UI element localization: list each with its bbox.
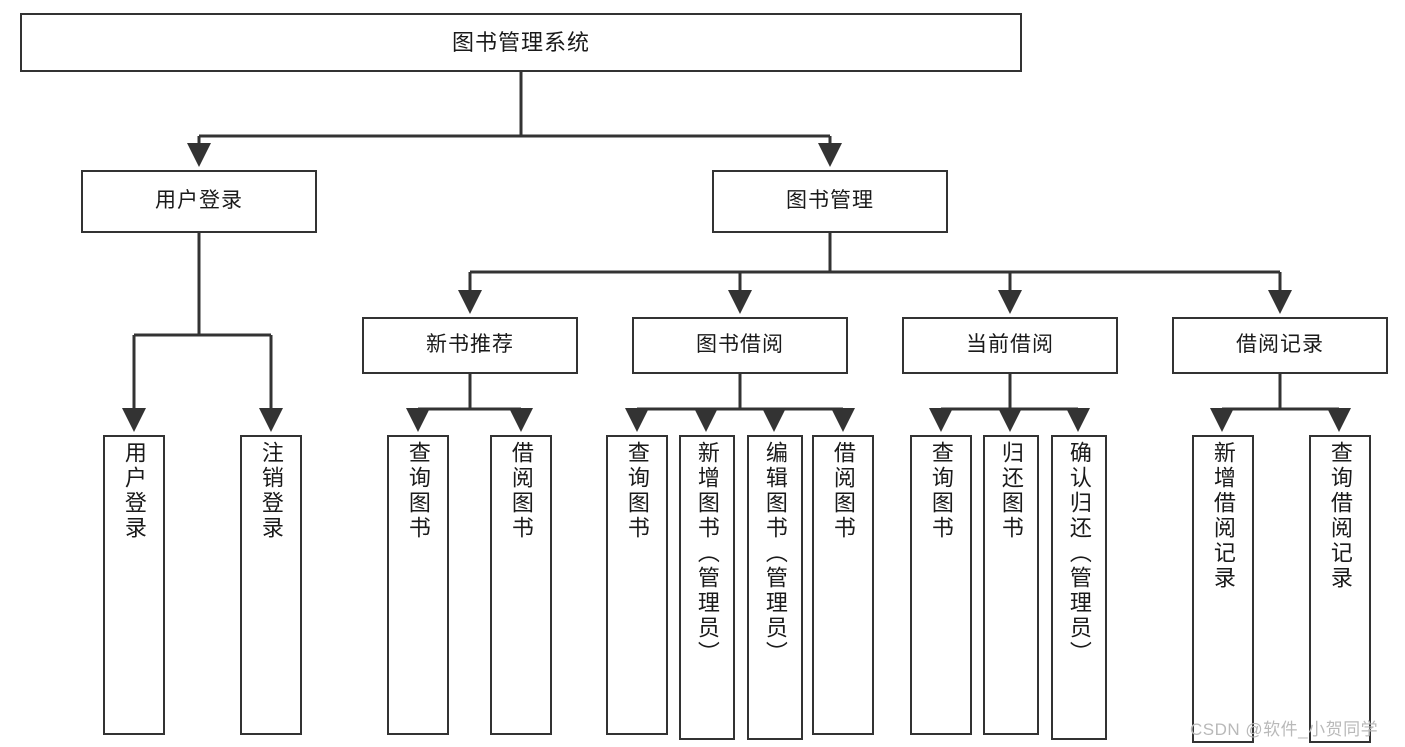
- node-book-borrow-label: 图书借阅: [696, 333, 784, 357]
- node-leaf-add-book-admin[interactable]: 新增图书（管理员）: [679, 435, 735, 740]
- node-book-borrow[interactable]: 图书借阅: [632, 317, 848, 374]
- node-new-book-recommend-label: 新书推荐: [426, 333, 514, 357]
- node-user-login[interactable]: 用户登录: [81, 170, 317, 233]
- node-leaf-edit-book-admin-label: 编辑图书（管理员）: [762, 441, 788, 666]
- node-user-login-label: 用户登录: [155, 189, 243, 213]
- node-leaf-add-book-admin-label: 新增图书（管理员）: [694, 441, 720, 666]
- node-leaf-confirm-return-admin-label: 确认归还（管理员）: [1066, 441, 1092, 666]
- node-leaf-query-book-2[interactable]: 查询图书: [606, 435, 668, 735]
- node-leaf-borrow-book-1[interactable]: 借阅图书: [490, 435, 552, 735]
- node-leaf-return-book-label: 归还图书: [998, 441, 1024, 541]
- node-leaf-logout-login[interactable]: 注销登录: [240, 435, 302, 735]
- node-leaf-user-login-label: 用户登录: [121, 441, 147, 541]
- node-borrow-record[interactable]: 借阅记录: [1172, 317, 1388, 374]
- node-current-borrow[interactable]: 当前借阅: [902, 317, 1118, 374]
- node-leaf-query-book-1[interactable]: 查询图书: [387, 435, 449, 735]
- node-leaf-query-book-3-label: 查询图书: [928, 441, 954, 541]
- node-leaf-query-book-1-label: 查询图书: [405, 441, 431, 541]
- node-new-book-recommend[interactable]: 新书推荐: [362, 317, 578, 374]
- node-leaf-add-borrow-record[interactable]: 新增借阅记录: [1192, 435, 1254, 743]
- node-leaf-borrow-book-2-label: 借阅图书: [830, 441, 856, 541]
- node-leaf-query-book-2-label: 查询图书: [624, 441, 650, 541]
- node-borrow-record-label: 借阅记录: [1236, 333, 1324, 357]
- node-leaf-confirm-return-admin[interactable]: 确认归还（管理员）: [1051, 435, 1107, 740]
- node-book-manage[interactable]: 图书管理: [712, 170, 948, 233]
- node-leaf-logout-login-label: 注销登录: [258, 441, 284, 541]
- node-leaf-borrow-book-2[interactable]: 借阅图书: [812, 435, 874, 735]
- node-leaf-return-book[interactable]: 归还图书: [983, 435, 1039, 735]
- node-root-label: 图书管理系统: [451, 29, 590, 55]
- csdn-watermark: CSDN @软件_小贺同学: [1190, 720, 1379, 739]
- node-leaf-query-borrow-record[interactable]: 查询借阅记录: [1309, 435, 1371, 743]
- node-book-manage-label: 图书管理: [786, 189, 874, 213]
- node-leaf-query-book-3[interactable]: 查询图书: [910, 435, 972, 735]
- node-leaf-user-login[interactable]: 用户登录: [103, 435, 165, 735]
- node-leaf-query-borrow-record-label: 查询借阅记录: [1327, 441, 1353, 591]
- node-leaf-borrow-book-1-label: 借阅图书: [508, 441, 534, 541]
- node-root[interactable]: 图书管理系统: [20, 13, 1022, 72]
- node-current-borrow-label: 当前借阅: [966, 333, 1054, 357]
- node-leaf-add-borrow-record-label: 新增借阅记录: [1210, 441, 1236, 591]
- node-leaf-edit-book-admin[interactable]: 编辑图书（管理员）: [747, 435, 803, 740]
